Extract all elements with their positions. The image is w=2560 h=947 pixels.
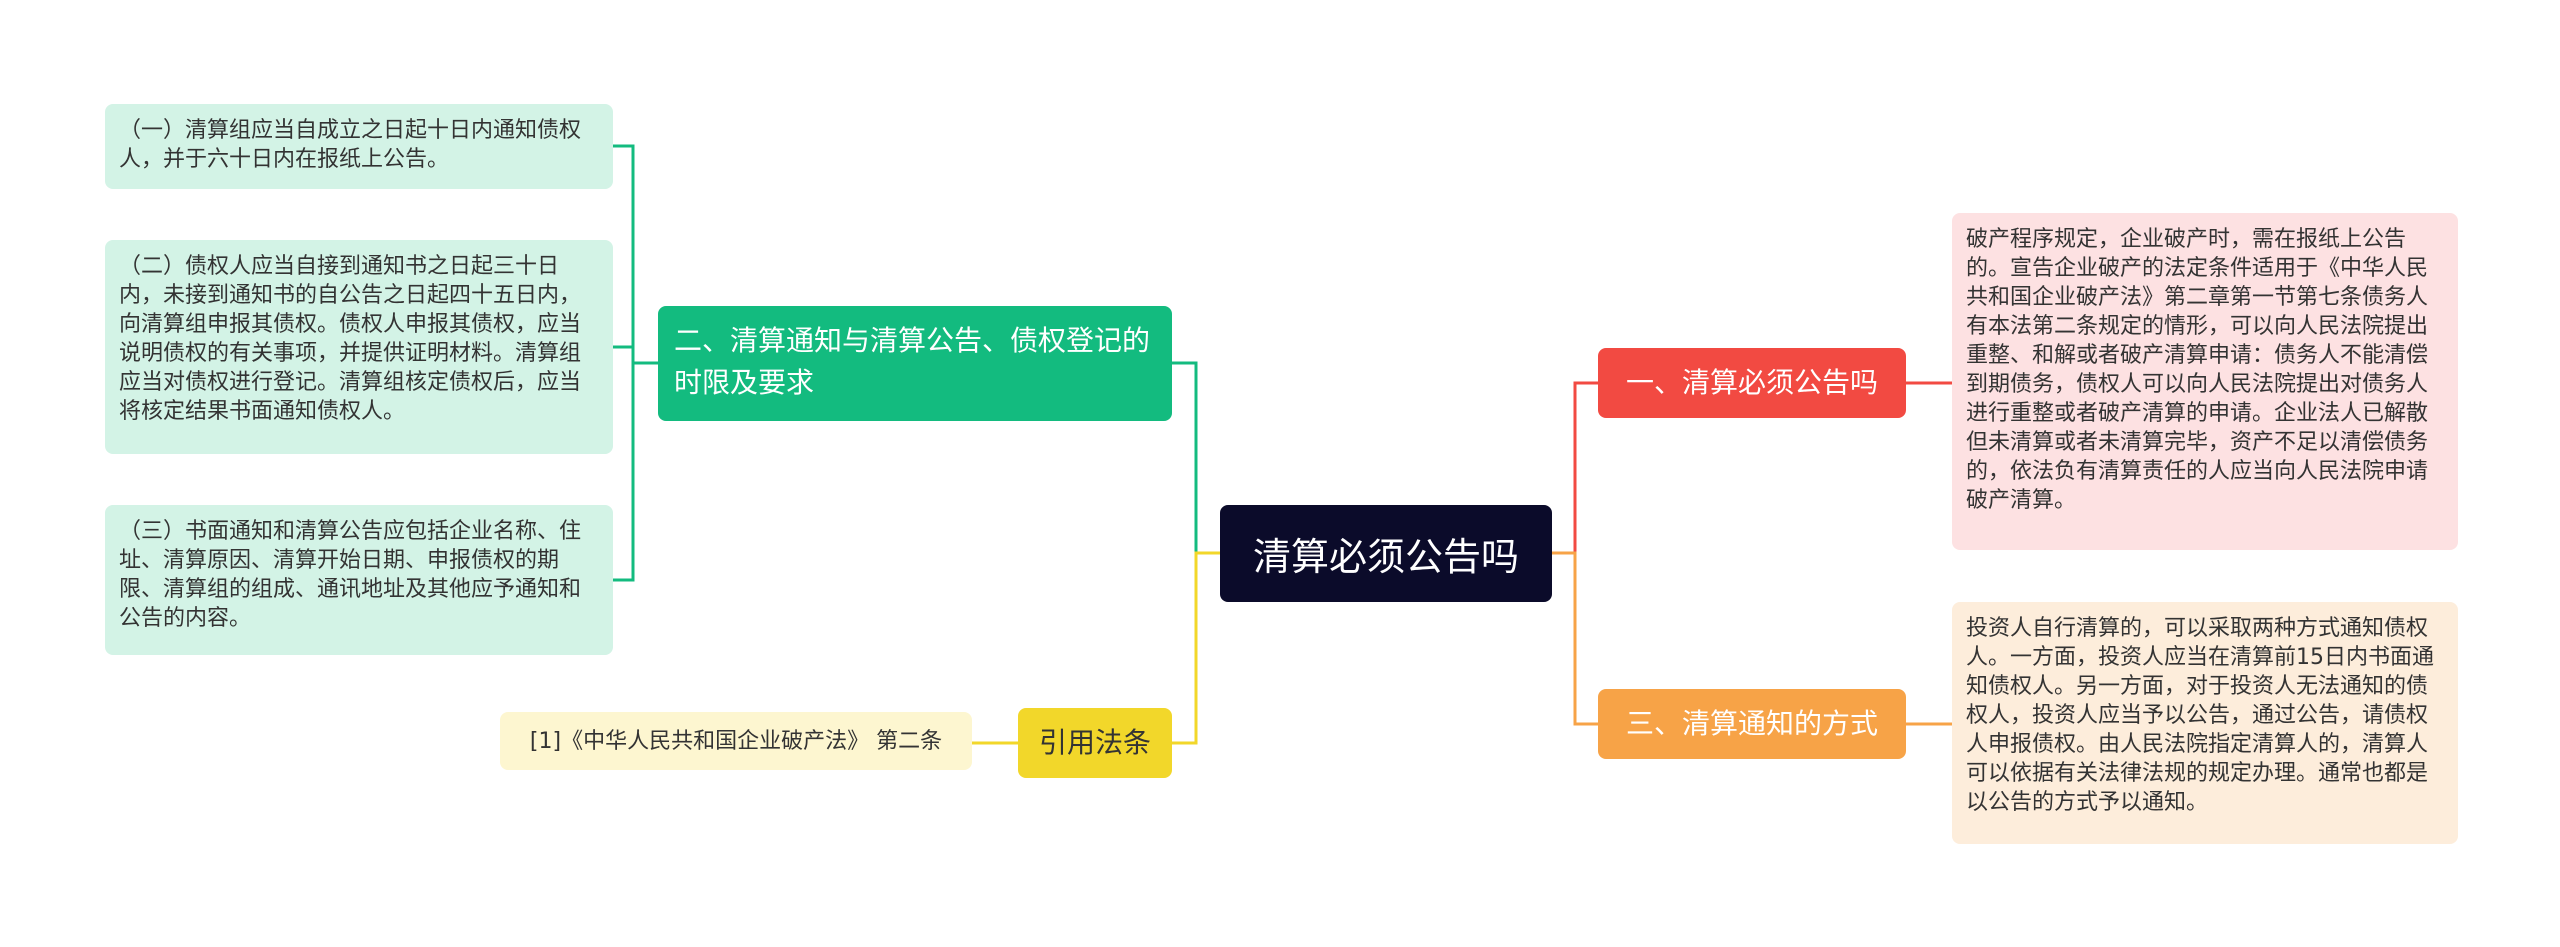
leaf-citation-1[interactable]: [1]《中华人民共和国企业破产法》 第二条 [500, 712, 972, 770]
branch-must-announce[interactable]: 一、清算必须公告吗 [1598, 348, 1906, 418]
center-topic[interactable]: 清算必须公告吗 [1220, 505, 1552, 602]
link-center-green [1172, 361, 1220, 555]
link-green-item2 [613, 345, 658, 365]
branch-notice-methods[interactable]: 三、清算通知的方式 [1598, 689, 1906, 759]
leaf-item-2[interactable]: （二）债权人应当自接到通知书之日起三十日内，未接到通知书的自公告之日起四十五日内… [105, 240, 613, 454]
link-center-orange [1552, 551, 1598, 726]
link-green-item1 [613, 144, 658, 365]
leaf-notice-methods-detail[interactable]: 投资人自行清算的，可以采取两种方式通知债权人。一方面，投资人应当在清算前15日内… [1952, 602, 2458, 844]
link-green-item3 [613, 361, 658, 582]
leaf-item-3[interactable]: （三）书面通知和清算公告应包括企业名称、住址、清算原因、清算开始日期、申报债权的… [105, 505, 613, 655]
branch-notice-deadlines[interactable]: 二、清算通知与清算公告、债权登记的时限及要求 [658, 306, 1172, 421]
branch-citations[interactable]: 引用法条 [1018, 708, 1172, 778]
link-center-red [1552, 381, 1598, 555]
leaf-must-announce-detail[interactable]: 破产程序规定，企业破产时，需在报纸上公告的。宣告企业破产的法定条件适用于《中华人… [1952, 213, 2458, 550]
link-center-yellow [1172, 551, 1220, 745]
leaf-item-1[interactable]: （一）清算组应当自成立之日起十日内通知债权人，并于六十日内在报纸上公告。 [105, 104, 613, 189]
